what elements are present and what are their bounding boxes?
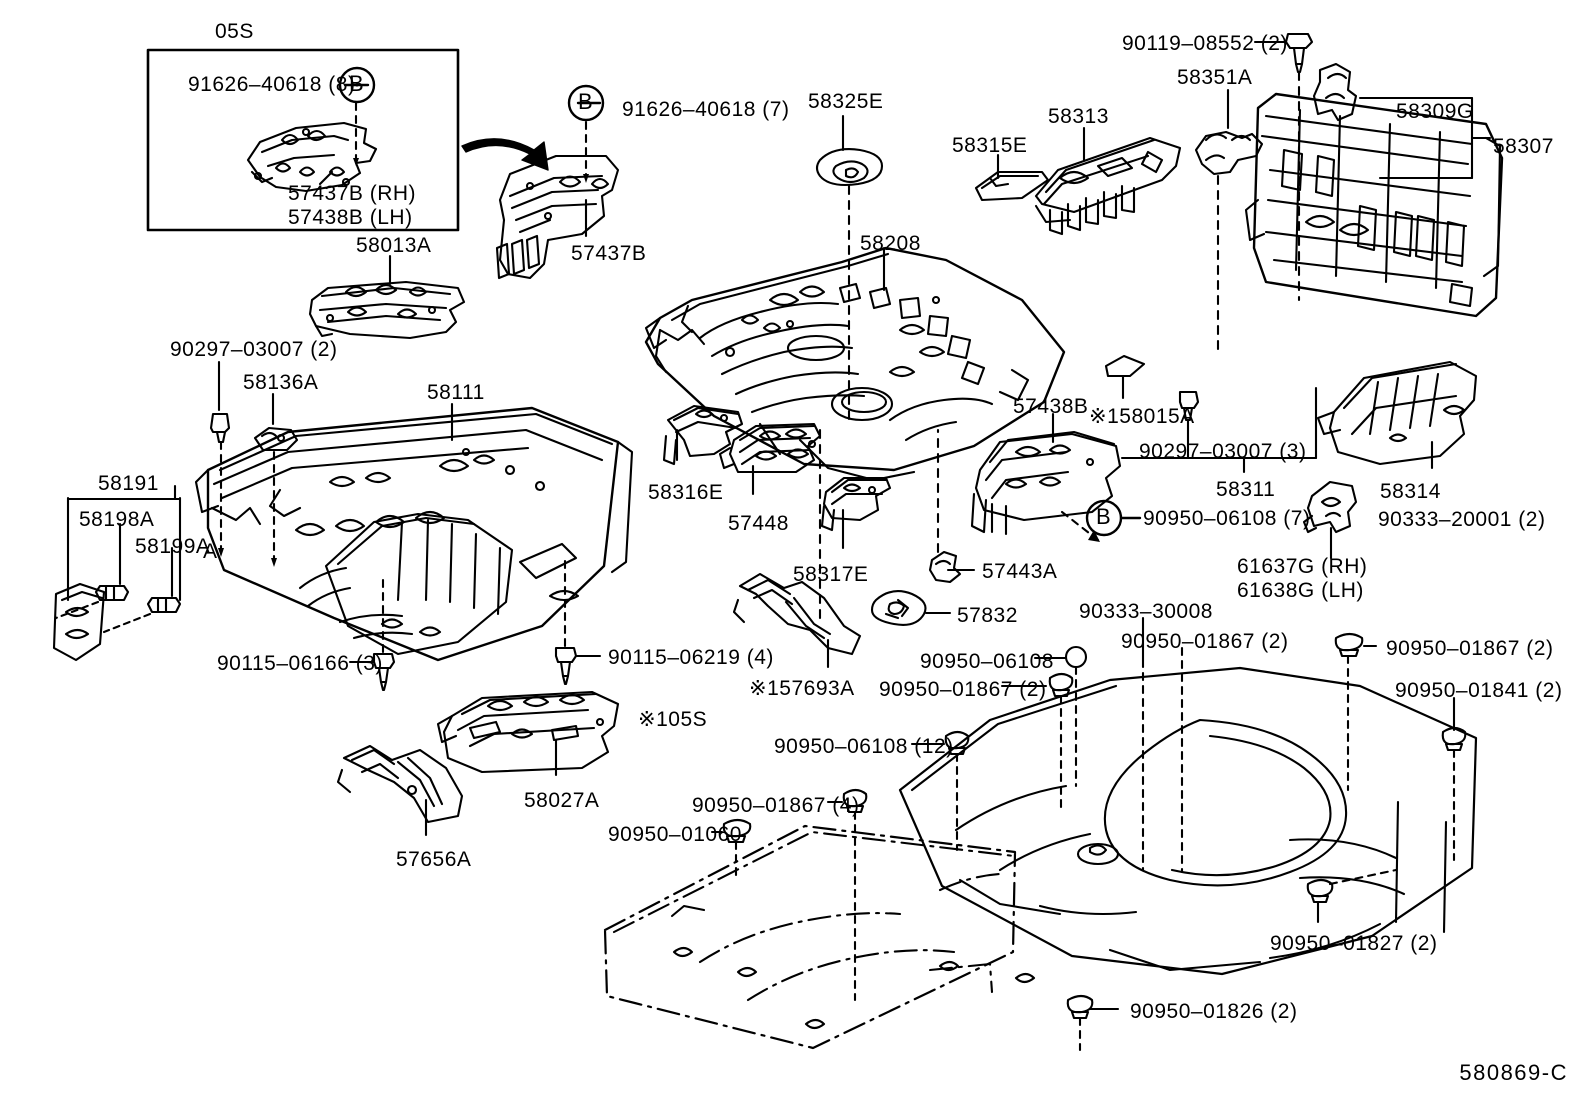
part-label-l05: 58208 (860, 232, 921, 255)
part-label-l24: ※158015A (1089, 405, 1195, 428)
clip-90950-01867-b (826, 788, 868, 1002)
part-57443A (928, 428, 976, 584)
part-58315E (974, 153, 1050, 202)
part-58111 (194, 402, 634, 662)
part-158015A (1104, 354, 1146, 400)
part-90115-06166 (348, 578, 396, 692)
part-90297-03007-left (209, 360, 231, 557)
part-label-l30: 61637G (RH) (1237, 555, 1368, 578)
part-label-l04: 58325E (808, 90, 884, 113)
part-label-l28: 58314 (1380, 480, 1441, 503)
inset-part-lh: 57438B (LH) (288, 206, 413, 229)
part-label-l19: 57448 (728, 512, 789, 535)
callout-b-57438b: B (1096, 504, 1112, 529)
part-label-l03: 58013A (356, 234, 432, 257)
part-label-l08: 58351A (1177, 66, 1253, 89)
part-label-l23: 57438B (1013, 395, 1089, 418)
callout-b-57437b: B (578, 89, 594, 114)
part-label-l15: 58191 (98, 472, 159, 495)
marker-a-58111: A (203, 540, 218, 563)
part-label-l18: 58316E (648, 481, 724, 504)
group-58191 (52, 484, 182, 662)
part-58307 (1244, 62, 1504, 318)
part-label-l22: 57832 (957, 604, 1018, 627)
part-label-l10: 58309G (1396, 100, 1474, 123)
part-label-l01: 91626–40618 (7) (622, 98, 790, 121)
inset-part-rh: 57437B (RH) (288, 182, 417, 205)
part-label-l13: 58136A (243, 371, 319, 394)
part-57437B (495, 84, 620, 280)
part-label-l02: 57437B (571, 242, 647, 265)
part-58316E (662, 404, 744, 466)
part-157693A (732, 572, 862, 669)
part-label-l32: 90115–06166 (3) (217, 652, 383, 675)
part-label-l29: 90333–20001 (2) (1378, 508, 1546, 531)
part-label-l43: 90333–30008 (1079, 600, 1213, 623)
part-label-l31: 61638G (LH) (1237, 579, 1364, 602)
part-57832 (870, 590, 952, 626)
part-label-l34: ※157693A (749, 677, 855, 700)
inset-arrow (461, 138, 549, 171)
part-label-l45: 90950–01867 (2) (1386, 637, 1554, 660)
inset-box (146, 48, 460, 232)
clip-90950-06108-b (910, 730, 970, 852)
part-label-l44: 90950–01867 (2) (1121, 630, 1289, 653)
part-label-l36: 58027A (524, 789, 600, 812)
part-58317E (818, 428, 892, 622)
part-label-l09: 90119–08552 (2) (1122, 32, 1288, 55)
part-58325E (815, 114, 884, 422)
part-label-l46: 90950–01841 (2) (1395, 679, 1563, 702)
clip-90950-01826 (1066, 994, 1120, 1052)
part-label-l16: 58198A (79, 508, 155, 531)
part-label-l48: 90950–01826 (2) (1130, 1000, 1298, 1023)
sheet-code: 580869-C (1459, 1060, 1568, 1085)
part-label-l47: 90950–01827 (2) (1270, 932, 1438, 955)
part-57438B (970, 412, 1142, 542)
part-57448 (718, 422, 822, 496)
inset-circle-b-letter: B (349, 71, 365, 96)
part-label-l27: 90950–06108 (7) (1143, 507, 1311, 530)
part-label-l20: 58317E (793, 563, 869, 586)
part-label-l07: 58313 (1048, 105, 1109, 128)
part-57656A (336, 744, 464, 837)
clip-90950-01827 (1306, 868, 1398, 924)
clip-90950-06108-a (1033, 645, 1088, 788)
inset-fastener-label: 91626–40618 (8) (188, 73, 356, 96)
part-label-l38: 90950–06108 (920, 650, 1054, 673)
part-58027A (436, 690, 620, 777)
clip-90950-01867-a (1000, 672, 1074, 814)
part-label-l42: 90950–01060 (608, 823, 742, 846)
clip-90950-01060 (710, 818, 752, 882)
part-insulator-bottom-left (603, 824, 1036, 1050)
part-90115-06219 (554, 558, 602, 686)
part-label-l06: 58315E (952, 134, 1028, 157)
part-58208 (644, 246, 1066, 482)
part-rear-floor-assembly (898, 666, 1478, 976)
part-label-l17: 58199A (135, 535, 211, 558)
part-label-l26: 58311 (1216, 478, 1276, 501)
part-label-l40: 90950–06108 (12) (774, 735, 954, 758)
part-label-l12: 90297–03007 (2) (170, 338, 338, 361)
clip-90950-01841 (1441, 696, 1467, 862)
part-label-l41: 90950–01867 (4) (692, 794, 860, 817)
part-58013A (308, 254, 466, 340)
part-58314 (1316, 360, 1478, 470)
clip-90950-01867-d (1334, 632, 1378, 792)
part-label-l37: 57656A (396, 848, 472, 871)
part-label-l25: 90297–03007 (3) (1139, 440, 1307, 463)
part-58313 (1034, 126, 1182, 236)
part-label-l21: 57443A (982, 560, 1058, 583)
part-90297-03007-right (1120, 386, 1318, 474)
part-label-l11: 58307 (1493, 135, 1554, 158)
inset-title: 05S (215, 20, 254, 43)
part-61637G (1302, 480, 1358, 560)
part-label-l33: 90115–06219 (4) (608, 646, 774, 669)
part-58136A (253, 392, 299, 567)
part-58351A (1194, 88, 1264, 352)
part-label-l14: 58111 (427, 381, 485, 404)
part-label-l35: ※105S (638, 708, 708, 731)
part-label-l39: 90950–01867 (2) (879, 678, 1047, 701)
